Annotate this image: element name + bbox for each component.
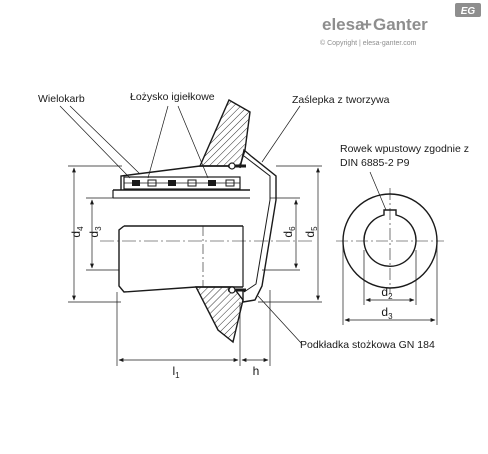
label-d4: d4 — [69, 226, 85, 238]
bottom-dimensions — [116, 290, 271, 366]
washer-top-ring — [228, 162, 236, 170]
bearing-roller — [225, 179, 235, 187]
housing-bottom-section — [194, 286, 244, 344]
label-d5: d5 — [303, 226, 319, 238]
d2-sub: 2 — [388, 292, 393, 301]
brand-name-left: elesa — [322, 15, 365, 34]
d6-sub: 6 — [288, 226, 297, 231]
d3-right-sub: 3 — [388, 312, 393, 321]
svg-text:d3: d3 — [87, 226, 103, 238]
leader-bearing-2 — [177, 105, 209, 179]
d4-base: d — [69, 231, 83, 238]
callout-keyway-line1: Rowek wpustowy zgodnie z — [340, 143, 469, 155]
callout-plastic-cap: Zaślepka z tworzywa — [292, 94, 390, 106]
callout-keyway-line2: DIN 6885-2 P9 — [340, 157, 410, 169]
keyway-end-view — [336, 188, 444, 294]
d4-sub: 4 — [76, 226, 85, 231]
label-d6: d6 — [281, 226, 297, 238]
label-l1: l1 — [172, 364, 180, 380]
brand-name-plus: + — [362, 15, 372, 34]
brand-logo: elesa + Ganter EG © Copyright | elesa-ga… — [320, 3, 481, 47]
d5-sub: 5 — [310, 226, 319, 231]
brand-badge-icon — [455, 3, 481, 17]
plastic-cap-outer — [239, 148, 277, 303]
bearing-roller — [187, 179, 197, 187]
washer-bottom-ring — [228, 286, 236, 294]
d3-left-sub: 3 — [94, 226, 103, 231]
leader-cap — [261, 105, 301, 163]
l1-sub: 1 — [175, 371, 180, 380]
label-d3-left: d3 — [87, 226, 103, 238]
d5-base: d — [303, 231, 317, 238]
bearing-roller — [132, 180, 140, 186]
callout-spline: Wielokarb — [38, 93, 85, 105]
leader-spline-2 — [59, 105, 131, 179]
hub-section — [100, 99, 315, 344]
plastic-cap-inner — [243, 155, 271, 293]
bearing-roller — [147, 179, 157, 187]
svg-text:d4: d4 — [69, 226, 85, 238]
svg-text:d6: d6 — [281, 226, 297, 238]
callout-conical-washer: Podkładka stożkowa GN 184 — [300, 339, 435, 351]
leader-bearing-1 — [147, 105, 169, 179]
shaft-left-contour — [118, 225, 197, 293]
d3-left-base: d — [87, 231, 101, 238]
copyright-text: © Copyright | elesa-ganter.com — [320, 39, 417, 47]
svg-text:d5: d5 — [303, 226, 319, 238]
hub-top-contour — [120, 165, 240, 190]
leader-spline-1 — [69, 105, 141, 175]
d2-base: d — [381, 285, 388, 299]
left-dimensions — [68, 165, 122, 303]
brand-name-right: Ganter — [373, 15, 428, 34]
d6-base: d — [281, 231, 295, 238]
label-d2: d2 — [381, 285, 393, 301]
leader-keyway — [369, 171, 387, 211]
bearing-roller — [168, 180, 176, 186]
bearing-roller — [208, 180, 216, 186]
right-dimensions — [258, 165, 322, 303]
label-h: h — [253, 364, 260, 378]
end-view-dimensions — [342, 245, 438, 325]
label-d3-right: d3 — [381, 305, 393, 321]
brand-badge-text: EG — [461, 6, 476, 17]
l1-base: l — [172, 364, 175, 378]
callout-needle-bearing: Łożysko igiełkowe — [130, 91, 215, 103]
d3-right-base: d — [381, 305, 388, 319]
leader-washer — [257, 295, 303, 345]
leader-lines — [59, 105, 387, 345]
